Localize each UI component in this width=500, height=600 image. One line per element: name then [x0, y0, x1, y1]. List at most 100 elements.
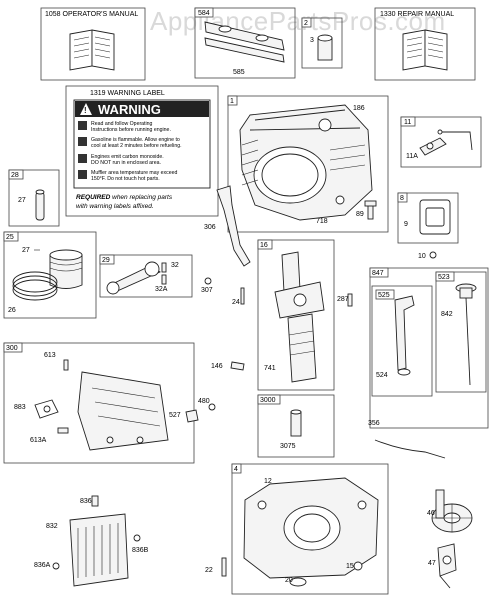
hot-surface-icon: [78, 170, 87, 179]
label-306: 306: [204, 224, 216, 231]
sump-panel[interactable]: 4 12 20 15: [231, 463, 389, 595]
box-label-25: 25: [6, 234, 14, 241]
operators-manual-title: 1058 OPERATOR'S MANUAL: [45, 11, 138, 18]
part-28-panel[interactable]: 28 27: [8, 169, 60, 227]
warning-required-rest: when replacing parts: [110, 194, 173, 201]
rod-part: [106, 261, 161, 295]
part-11-panel[interactable]: 11 11A: [400, 116, 482, 168]
box-label-28: 28: [11, 172, 19, 179]
label-613a: 613A: [30, 437, 47, 444]
label-24: 24: [232, 299, 240, 306]
part-527: [185, 409, 199, 423]
dipstick-part: [455, 283, 477, 386]
label-480: 480: [198, 398, 210, 405]
box-label-584: 584: [198, 10, 210, 17]
label-524: 524: [376, 372, 388, 379]
label-12: 12: [264, 478, 272, 485]
rod-bolt-part: [161, 262, 167, 285]
part-8-panel[interactable]: 8 9: [397, 192, 459, 244]
box-label-525: 525: [378, 292, 390, 299]
governor-part: [437, 543, 457, 589]
svg-text:!: !: [84, 106, 87, 115]
label-11a: 11A: [406, 153, 418, 160]
operators-manual-panel[interactable]: 1058 OPERATOR'S MANUAL: [40, 7, 146, 81]
bracket-306-part: [216, 185, 251, 267]
warning-heading: WARNING: [98, 102, 161, 117]
part-3000-panel[interactable]: 3000 3075: [257, 394, 335, 458]
fumes-icon: [78, 154, 87, 163]
sump-part: [243, 477, 379, 579]
label-47: 47: [428, 560, 436, 567]
label-89: 89: [356, 211, 364, 218]
box-label-11: 11: [404, 119, 411, 126]
seal-20-part: [289, 577, 307, 587]
screw-836-part: [91, 495, 99, 507]
pin-24-part: [240, 287, 245, 305]
label-842: 842: [441, 311, 453, 318]
label-585: 585: [233, 69, 245, 76]
box-label-16: 16: [260, 242, 268, 249]
label-287: 287: [337, 296, 349, 303]
warning-line-6: DO NOT run in enclosed area.: [91, 160, 161, 166]
label-146: 146: [211, 363, 223, 370]
label-3: 3: [310, 37, 314, 44]
gasket-585-part: [204, 21, 285, 63]
valve-part: [290, 409, 302, 437]
box-label-2: 2: [304, 20, 308, 27]
label-613: 613: [44, 352, 56, 359]
box-label-847: 847: [372, 270, 384, 277]
bolt-22-part: [221, 557, 227, 577]
warning-line-7: Muffler area temperature may exceed: [91, 170, 178, 176]
warning-line-2: Instructions before running engine.: [91, 127, 171, 133]
screw-836a-part: [52, 562, 60, 570]
hose-356-part: [374, 439, 446, 459]
label-307: 307: [201, 287, 213, 294]
label-20: 20: [285, 577, 293, 584]
cylinder-panel[interactable]: 1 186 718 89: [227, 95, 389, 233]
label-22: 22: [205, 567, 213, 574]
part-584-panel[interactable]: 584 585: [194, 7, 296, 79]
label-718: 718: [316, 218, 328, 225]
label-741: 741: [264, 365, 276, 372]
warning-line-5: Engines emit carbon monoxide.: [91, 154, 164, 160]
box-label-1: 1: [230, 98, 234, 105]
piston-panel[interactable]: 25 27 26: [3, 231, 97, 319]
key-287-part: [347, 293, 353, 307]
box-label-29: 29: [102, 257, 110, 264]
part-146: [230, 361, 245, 371]
warning-line-8: 150°F. Do not touch hot parts.: [91, 176, 160, 182]
plug-15-part: [353, 561, 363, 571]
dipstick-assembly-panel[interactable]: 847 525 524 523 842: [369, 267, 489, 429]
box-label-300: 300: [6, 345, 18, 352]
label-10: 10: [418, 253, 426, 260]
box-label-4: 4: [234, 466, 238, 473]
warning-label-title: 1319 WARNING LABEL: [90, 90, 165, 97]
fire-icon: [78, 137, 87, 146]
screw-307-part: [204, 277, 212, 285]
seal-part: [317, 34, 333, 61]
warning-line-3: Gasoline is flammable. Allow engine to: [91, 137, 180, 143]
bolt-89-part: [364, 200, 377, 220]
manual-icon: [78, 121, 87, 130]
warning-label-panel[interactable]: 1319 WARNING LABEL ! WARNING Read and fo…: [65, 85, 219, 217]
part-2-panel[interactable]: 2 3: [301, 17, 343, 69]
label-27-pin: 27: [18, 197, 26, 204]
label-527: 527: [169, 412, 181, 419]
piston-pin-part: [35, 189, 45, 221]
svg-text:REQUIRED when replacing parts: REQUIRED when replacing parts: [76, 194, 173, 201]
repair-manual-panel[interactable]: 1330 REPAIR MANUAL: [374, 7, 476, 81]
muffler-part: [77, 371, 169, 451]
box-label-3000: 3000: [260, 397, 276, 404]
manual-book-icon: [402, 29, 448, 71]
connecting-rod-panel[interactable]: 29 32 32A: [99, 254, 193, 298]
box-label-523: 523: [438, 274, 450, 281]
muffler-guard-part: [69, 513, 129, 587]
warning-line-4: cool at least 2 minutes before refueling…: [91, 143, 182, 149]
cylinder-block-part: [239, 104, 373, 221]
box-label-8: 8: [400, 195, 404, 202]
label-836b: 836B: [132, 547, 149, 554]
repair-manual-title: 1330 REPAIR MANUAL: [380, 11, 454, 18]
crankshaft-panel[interactable]: 16 741: [257, 239, 335, 391]
muffler-panel[interactable]: 300 613 883 613A: [3, 342, 195, 464]
